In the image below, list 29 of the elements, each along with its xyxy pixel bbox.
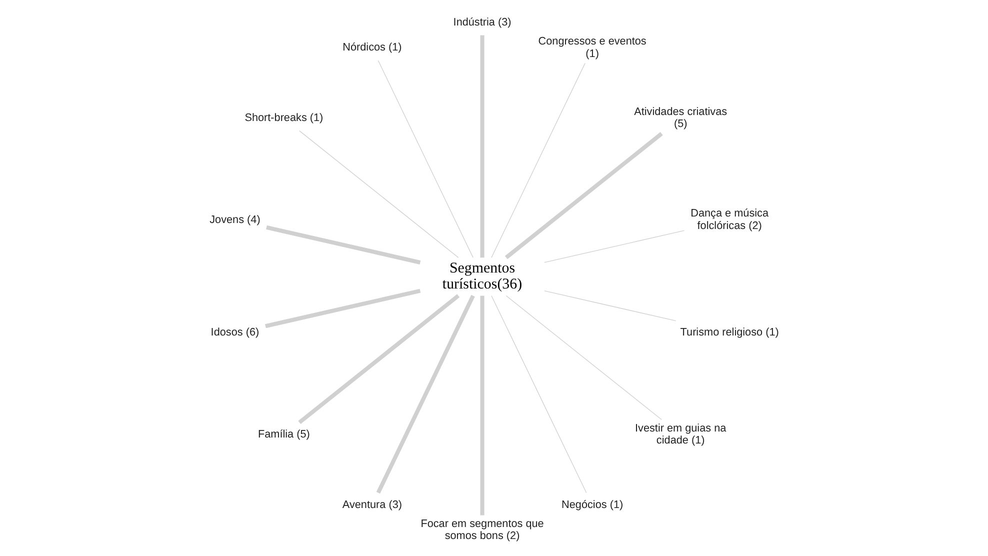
node-text: Indústria (3) <box>452 16 511 29</box>
connector <box>480 296 484 516</box>
connector <box>544 290 676 322</box>
node-text: Idosos (6) <box>210 326 259 339</box>
connector <box>377 60 473 258</box>
node-text: Short-breaks (1) <box>244 112 323 124</box>
connector <box>298 294 460 424</box>
node-text: Aventura (3) <box>342 498 402 511</box>
connector <box>480 35 484 258</box>
connector <box>505 295 662 420</box>
node-text: Congressos e eventos (1) <box>538 36 646 60</box>
node-text: Focar em segmentos que somos bons (2) <box>420 518 544 542</box>
node-text: Dança e música folclóricas (2) <box>690 208 768 232</box>
node-text: Negócios (1) <box>561 498 623 511</box>
node-text: Jovens (4) <box>209 214 260 226</box>
connector <box>298 130 458 258</box>
node-text: Nórdicos (1) <box>342 42 402 54</box>
connector <box>266 225 420 264</box>
node-text: Ivestir em guias na cidade (1) <box>634 422 726 446</box>
node-text: Segmentos turísticos(36) <box>442 260 522 293</box>
connector <box>490 62 585 258</box>
connector <box>264 288 420 328</box>
connector <box>544 230 684 263</box>
node-text: Turismo religioso (1) <box>680 326 778 339</box>
connector <box>376 294 474 494</box>
node-text: Atividades criativas (5) <box>634 106 727 130</box>
connector <box>490 295 586 494</box>
node-text: Família (5) <box>258 428 310 440</box>
connector <box>504 132 662 260</box>
